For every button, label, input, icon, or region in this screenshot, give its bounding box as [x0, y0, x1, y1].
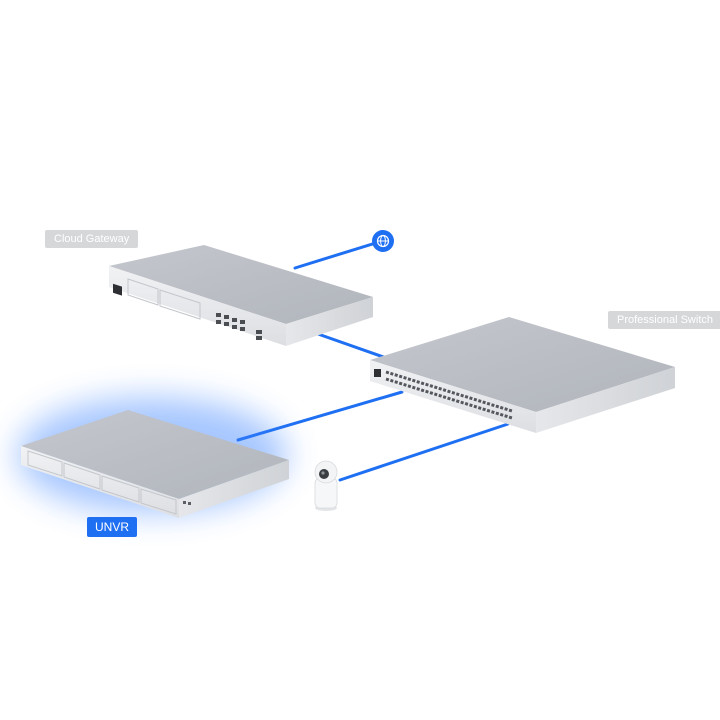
link-switch-camera: [338, 422, 510, 482]
cloud-gateway-label: Cloud Gateway: [45, 230, 139, 248]
link-gateway-switch: [316, 332, 394, 362]
unvr-label: UNVR: [87, 517, 138, 537]
link-gateway-internet: [293, 239, 384, 270]
connection-links: [236, 239, 510, 482]
unvr-device[interactable]: [17, 397, 289, 518]
switch-port-rows: [385, 370, 513, 420]
globe-icon: [372, 230, 394, 252]
camera-icon[interactable]: [314, 460, 338, 511]
professional-switch-device[interactable]: [370, 317, 675, 433]
professional-switch-label: Professional Switch: [608, 311, 720, 329]
cloud-gateway-device[interactable]: [109, 245, 373, 346]
